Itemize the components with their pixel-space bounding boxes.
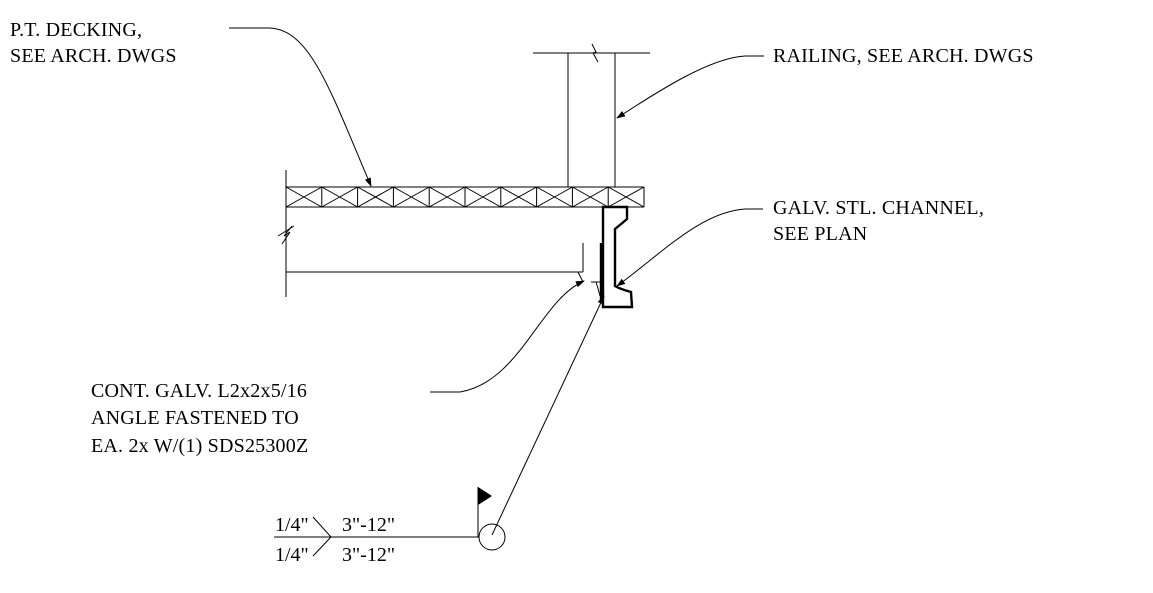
angle-leader (430, 280, 585, 393)
channel-note-line-1: GALV. STL. CHANNEL, (773, 197, 984, 219)
deck-board-line (285, 186, 323, 208)
channel-leader (616, 208, 763, 287)
deck-board-line (357, 186, 394, 208)
deck-board-line (607, 186, 645, 208)
fillet-weld-triangle (312, 516, 332, 557)
deck-board-line (572, 186, 609, 208)
steel-channel (601, 205, 634, 309)
joist-break-symbol (277, 225, 295, 245)
deck-board-line (321, 186, 358, 208)
deck-board-line (428, 186, 466, 208)
railing-post (533, 52, 650, 187)
decking-note-line-1: P.T. DECKING, (10, 19, 142, 41)
channel-note-line-2: SEE PLAN (773, 223, 867, 245)
weld-symbol (274, 487, 506, 557)
deck-board-line (500, 186, 537, 208)
deck-board-line (393, 186, 430, 208)
railing-leader (616, 55, 764, 119)
angle-note-line-3: EA. 2x W/(1) SDS25300Z (91, 435, 308, 457)
joist (285, 170, 583, 297)
weld-arrow-side-length-pitch: 3"-12" (342, 514, 395, 536)
weld-other-side-length-pitch: 3"-12" (342, 544, 395, 566)
angle-note-line-1: CONT. GALV. L2x2x5/16 (91, 380, 307, 402)
decking-boards (285, 186, 645, 208)
railing-break-symbol (591, 43, 599, 63)
field-weld-flag (478, 487, 492, 505)
decking-note-line-2: SEE ARCH. DWGS (10, 45, 177, 67)
weld-all-around-circle (478, 523, 506, 551)
weld-leader (491, 295, 605, 536)
weld-other-side-size: 1/4" (275, 544, 309, 566)
angle-note-line-2: ANGLE FASTENED TO (91, 407, 299, 429)
deck-board-line (464, 186, 502, 208)
railing-note: RAILING, SEE ARCH. DWGS (773, 45, 1034, 67)
deck-board-line (536, 186, 573, 208)
decking-leader (229, 27, 372, 187)
weld-arrow-side-size: 1/4" (275, 514, 309, 536)
